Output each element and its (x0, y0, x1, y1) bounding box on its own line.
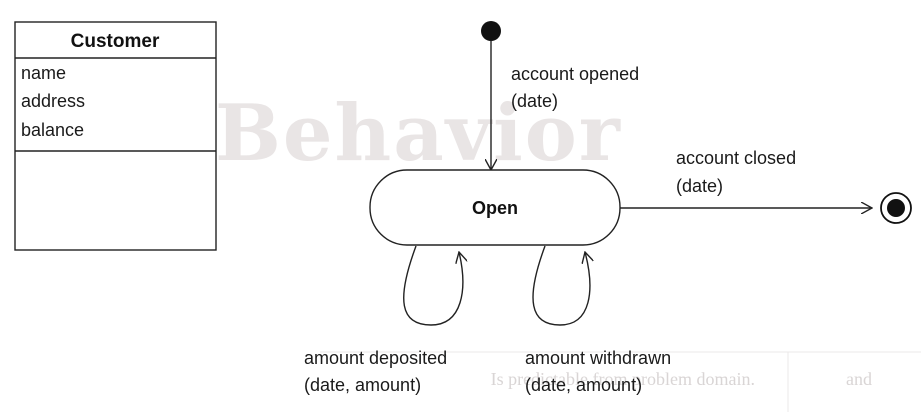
amount-withdrawn-label: amount withdrawn (525, 348, 671, 368)
account-closed-label: account closed (676, 148, 796, 168)
class-box-outline (14, 21, 217, 251)
watermark: Behavior and Is predictable from problem… (215, 88, 921, 412)
customer-class: Customer name address balance (14, 21, 217, 251)
amount-withdrawn-params: (date, amount) (525, 375, 642, 395)
watermark-row-left: and (846, 369, 872, 389)
watermark-title: Behavior (215, 88, 622, 179)
withdraw-self-transition (532, 245, 590, 326)
watermark-row-text: Is predictable from problem domain. (491, 369, 755, 389)
class-attribute-balance: balance (21, 120, 84, 140)
initial-state-dot (481, 21, 501, 41)
class-attribute-name: name (21, 63, 66, 83)
deposit-self-transition (403, 245, 463, 326)
final-state (880, 192, 912, 224)
class-name: Customer (71, 31, 160, 52)
account-opened-label: account opened (511, 64, 639, 84)
class-attribute-address: address (21, 91, 85, 111)
amount-deposited-params: (date, amount) (304, 375, 421, 395)
amount-deposited-label: amount deposited (304, 348, 447, 368)
account-opened-params: (date) (511, 91, 558, 111)
open-state-label: Open (472, 198, 518, 218)
account-closed-params: (date) (676, 176, 723, 196)
